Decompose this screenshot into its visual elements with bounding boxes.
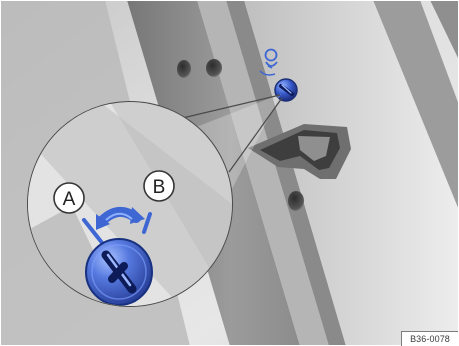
door-bolt-hole: [206, 59, 222, 77]
callout-b-label: B: [153, 177, 166, 198]
callout-a: A: [54, 183, 84, 213]
door-bolt-hole: [288, 191, 304, 211]
door-bolt-hole: [177, 60, 191, 78]
callout-b: B: [144, 171, 174, 201]
figure-code: B36-0078: [401, 331, 458, 346]
callout-a-label: A: [63, 189, 76, 210]
child-safety-lock-knob: [86, 239, 152, 305]
